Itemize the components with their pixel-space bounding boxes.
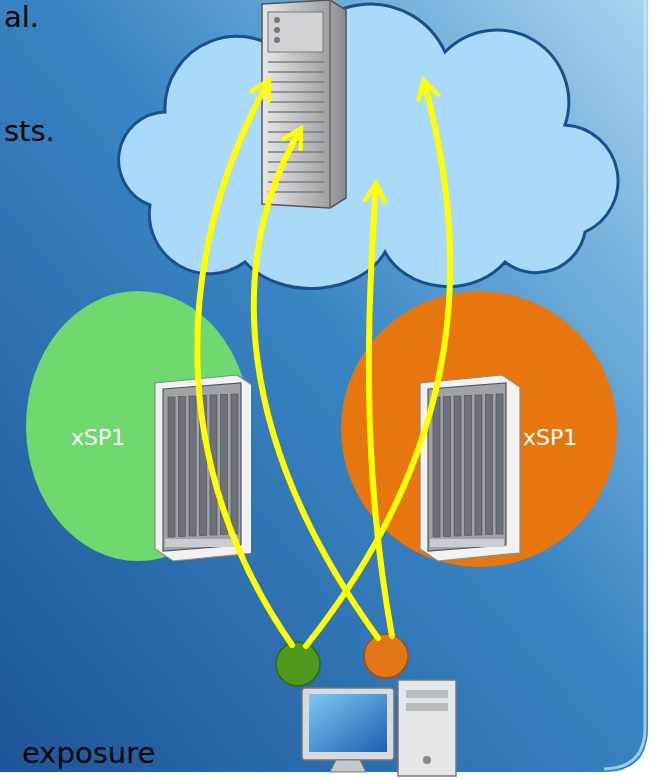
orange-endpoint-dot — [364, 634, 408, 678]
panel — [0, 0, 648, 772]
slide-text-fragment: exposure — [22, 738, 155, 770]
circle-fill — [26, 291, 250, 561]
provider-name: xSP1 — [71, 426, 125, 450]
flow-arrow — [197, 82, 292, 645]
flow-arrow — [254, 130, 378, 638]
computer-icon — [302, 680, 456, 776]
green-endpoint-dot — [276, 642, 320, 686]
provider-circle: xSP1 — [25, 290, 251, 562]
slide-text-fragment: sts. — [4, 116, 55, 148]
slide-text-fragment: al. — [4, 2, 39, 34]
circle-outline — [25, 290, 251, 562]
flow-arrow — [369, 185, 392, 636]
panel-edge — [604, 0, 645, 769]
cloud — [119, 4, 618, 288]
provider-name: xSP1 — [523, 426, 577, 450]
